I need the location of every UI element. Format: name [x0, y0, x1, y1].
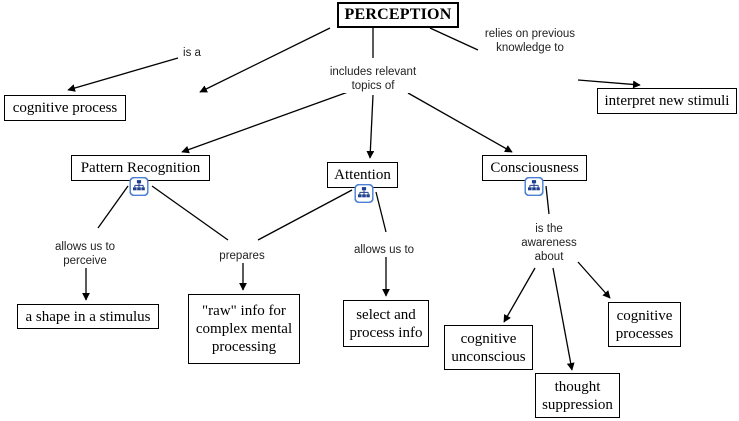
node-cognitive-process[interactable]: cognitive process: [4, 95, 126, 121]
link-label-awareness[interactable]: is the awareness about: [521, 222, 577, 264]
edge-includes-to-attention: [366, 94, 375, 159]
edge-includes-to-consciousness: [407, 92, 513, 153]
node-cognitive-processes[interactable]: cognitive processes: [608, 302, 681, 347]
edge-attention-to-prepares: [257, 189, 353, 241]
edge-includes-to-pattern: [181, 91, 349, 154]
edge-consciousness-to-awareness: [545, 185, 550, 215]
link-label-relies-on[interactable]: relies on previous knowledge to: [484, 27, 576, 55]
node-cognitive-unconscious[interactable]: cognitive unconscious: [444, 325, 533, 370]
link-label-is-a[interactable]: is a: [183, 46, 201, 60]
node-interpret-new-stimuli[interactable]: interpret new stimuli: [597, 88, 737, 114]
subtopic-tree-icon[interactable]: [524, 177, 544, 196]
edge-attention-to-allows-select: [375, 191, 387, 233]
edge-relies-to-interpret: [577, 79, 641, 89]
edge-pattern-to-allows-perceive: [97, 185, 129, 229]
node-a-shape-in-a-stimulus[interactable]: a shape in a stimulus: [17, 304, 159, 329]
node-select-and-process-info[interactable]: select and process info: [343, 300, 429, 347]
subtopic-tree-icon[interactable]: [129, 177, 149, 196]
node-raw-info[interactable]: "raw" info for complex mental processing: [188, 294, 300, 364]
edge-perception-to-relies: [429, 27, 479, 51]
edge-awareness-to-cog-processes: [577, 261, 611, 299]
edge-pattern-to-prepares: [151, 185, 229, 241]
node-perception[interactable]: PERCEPTION: [337, 2, 459, 28]
edge-is-a-to-cognitive-process: [67, 57, 179, 92]
edge-perception-to-cognitive-process: [199, 27, 331, 93]
link-label-includes[interactable]: includes relevant topics of: [329, 65, 417, 93]
edge-awareness-to-cog-unconscious: [503, 267, 536, 323]
link-label-prepares[interactable]: prepares: [219, 249, 265, 263]
edge-awareness-to-thought-supp: [552, 267, 575, 371]
subtopic-tree-icon[interactable]: [354, 184, 374, 203]
link-label-allows-perceive[interactable]: allows us to perceive: [54, 240, 116, 268]
link-label-allows-select[interactable]: allows us to: [353, 243, 415, 257]
node-thought-suppression[interactable]: thought suppression: [535, 373, 620, 418]
